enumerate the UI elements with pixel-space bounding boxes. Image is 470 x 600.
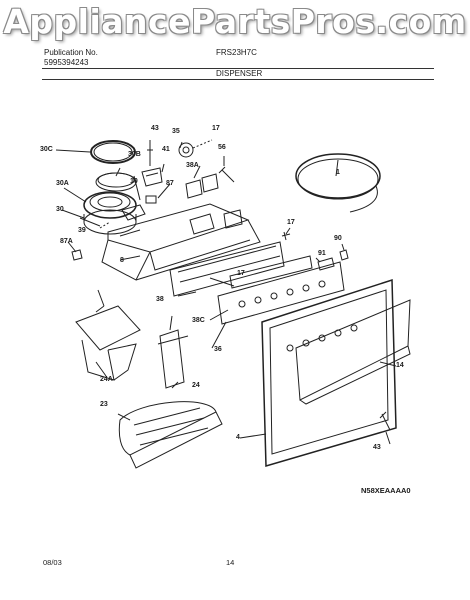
- callout-8: 8: [120, 257, 124, 264]
- frame-buttons: [286, 324, 358, 352]
- drip-tray-23: [118, 401, 217, 456]
- footer-date: 08/03: [43, 558, 62, 567]
- diagram-code: N58XEAAAA0: [361, 486, 411, 495]
- callout-87: 87: [166, 180, 174, 187]
- clip-87a: [71, 249, 83, 261]
- callout-41: 41: [162, 146, 170, 153]
- callout-10: 10: [130, 178, 138, 185]
- model-number: FRS23H7C: [216, 48, 257, 57]
- callout-24a: 24A: [100, 376, 113, 383]
- cover-24a: [75, 305, 141, 351]
- light-24: [159, 329, 185, 389]
- callout-87a: 87A: [60, 238, 73, 245]
- panel-38: [169, 241, 285, 297]
- seal-ring-30c: [90, 140, 136, 164]
- footer-page-number: 14: [226, 558, 235, 567]
- callout-39: 39: [78, 227, 86, 234]
- callout-17-top: 17: [212, 125, 220, 132]
- screw-43-bottom: [379, 411, 391, 431]
- strip-38c: [229, 255, 313, 289]
- publication-number: 5995394243: [44, 58, 89, 67]
- assembly-30: [83, 209, 137, 235]
- callout-24: 24: [192, 382, 200, 389]
- control-board-36: [217, 261, 345, 325]
- callout-56: 56: [218, 144, 226, 151]
- callout-91: 91: [318, 250, 326, 257]
- publication-label: Publication No.: [44, 48, 98, 57]
- callout-36: 36: [214, 346, 222, 353]
- frame-4: [261, 278, 397, 467]
- callout-14: 14: [396, 362, 404, 369]
- clip-38a-2: [201, 173, 219, 193]
- callout-30c: 30C: [40, 146, 53, 153]
- spring-10: [121, 204, 146, 221]
- callout-17-mid: 17: [287, 219, 295, 226]
- callout-30a: 30A: [56, 180, 69, 187]
- callout-38c: 38C: [192, 317, 205, 324]
- callout-17-low: 17: [237, 270, 245, 277]
- motor-30a: [83, 191, 137, 219]
- callout-90: 90: [334, 235, 342, 242]
- bracket-41: [141, 167, 163, 187]
- board-buttons: [238, 280, 326, 308]
- header-rule-bottom: [42, 79, 434, 80]
- part-91: [317, 257, 335, 271]
- part-87: [145, 195, 157, 204]
- callout-30b: 30B: [128, 151, 141, 158]
- screw-56: [218, 166, 235, 183]
- callout-23: 23: [100, 401, 108, 408]
- callout-35: 35: [172, 128, 180, 135]
- callout-4: 4: [236, 434, 240, 441]
- solenoid-35: [178, 142, 194, 158]
- watermark: AppliancePartsPros.com: [3, 2, 467, 41]
- screw-17-mid: [281, 231, 291, 241]
- callout-38: 38: [156, 296, 164, 303]
- section-title: DISPENSER: [216, 69, 263, 78]
- callout-43-top: 43: [151, 125, 159, 132]
- callout-30: 30: [56, 206, 64, 213]
- callout-1: 1: [336, 169, 340, 176]
- tubing-1: [295, 153, 381, 199]
- callout-43-bottom: 43: [373, 444, 381, 451]
- part-90: [339, 249, 349, 261]
- callout-38a: 38A: [186, 162, 199, 169]
- housing-8: [107, 203, 250, 253]
- header-rule-top: [42, 68, 434, 69]
- clip-38a-1: [185, 179, 203, 199]
